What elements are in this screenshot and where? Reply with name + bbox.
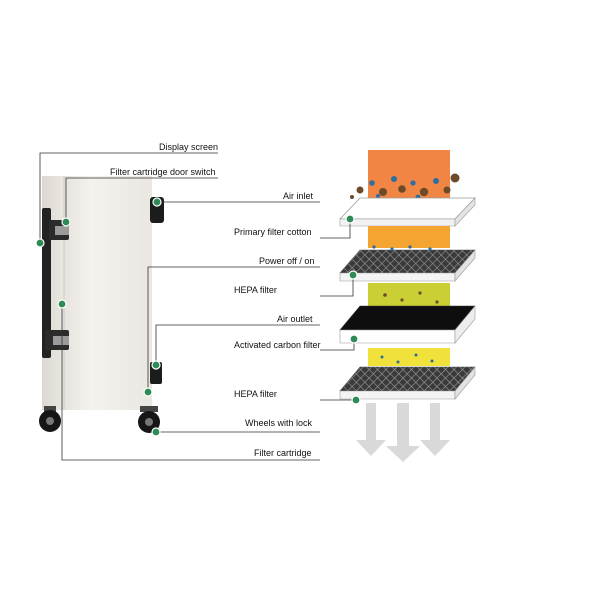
label-hepa-1: HEPA filter — [234, 285, 277, 295]
marker-hepa-2 — [351, 395, 361, 405]
air-purifier-cabinet — [39, 176, 164, 433]
marker-door-switch — [61, 217, 71, 227]
callout-markers — [35, 197, 361, 437]
label-hepa-2: HEPA filter — [234, 389, 277, 399]
air-column-yellowgreen — [368, 283, 450, 309]
marker-air-outlet — [151, 360, 161, 370]
label-filter-cartridge: Filter cartridge — [254, 448, 312, 458]
marker-display-screen — [35, 238, 45, 248]
primary-filter-plate — [339, 249, 476, 274]
marker-wheels — [151, 427, 161, 437]
marker-primary-filter — [345, 214, 355, 224]
label-power: Power off / on — [259, 256, 315, 266]
marker-air-inlet — [152, 197, 162, 207]
dust-particles — [350, 173, 460, 200]
air-inlet-plate — [339, 197, 476, 220]
air-column-amber — [368, 226, 450, 248]
carbon-filter-plate — [339, 305, 476, 331]
marker-carbon — [349, 334, 359, 344]
label-door-switch: Filter cartridge door switch — [110, 167, 216, 177]
label-air-inlet: Air inlet — [283, 191, 314, 201]
label-wheels: Wheels with lock — [245, 418, 313, 428]
cabinet-front — [64, 176, 152, 410]
leader-lines — [39, 152, 356, 461]
label-primary-filter: Primary filter cotton — [234, 227, 312, 237]
wheel-left — [39, 406, 61, 432]
marker-hepa-1 — [348, 270, 358, 280]
marker-power — [143, 387, 153, 397]
wheel-right — [138, 406, 160, 433]
label-carbon-filter: Activated carbon filter — [234, 340, 321, 350]
air-column-yellow — [368, 348, 450, 366]
clean-air-arrows — [356, 403, 450, 462]
hepa-filter-plate-2 — [339, 366, 476, 392]
label-display-screen: Display screen — [159, 142, 219, 152]
label-air-outlet: Air outlet — [277, 314, 313, 324]
marker-cartridge — [57, 299, 67, 309]
filter-stack — [339, 150, 476, 462]
door-handle — [42, 208, 51, 358]
